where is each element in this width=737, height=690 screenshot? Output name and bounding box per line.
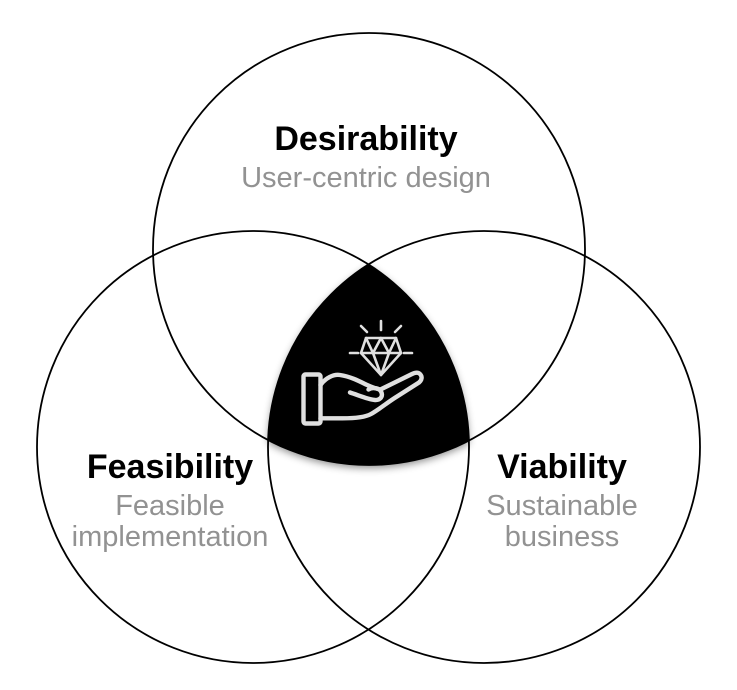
center-intersection-fill	[268, 231, 469, 465]
center-intersection	[268, 231, 469, 465]
viability-circle	[267, 230, 701, 664]
feasibility-circle	[36, 230, 470, 664]
desirability-label: Desirability User-centric design	[241, 121, 491, 194]
hand-holding-diamond-icon	[301, 319, 424, 426]
feasibility-title: Feasibility	[86, 448, 254, 486]
desirability-subtitle: User-centric design	[241, 162, 491, 194]
desirability-title: Desirability	[274, 120, 458, 158]
viability-label: Viability Sustainable business	[475, 449, 650, 553]
viability-subtitle: Sustainable business	[486, 490, 638, 553]
sparkle-rays-icon	[348, 319, 414, 355]
feasibility-label: Feasibility Feasible implementation	[55, 449, 285, 553]
feasibility-subtitle: Feasible implementation	[71, 490, 269, 553]
diamond-icon	[359, 336, 403, 377]
open-hand-icon	[301, 370, 424, 426]
viability-title: Viability	[497, 448, 627, 486]
